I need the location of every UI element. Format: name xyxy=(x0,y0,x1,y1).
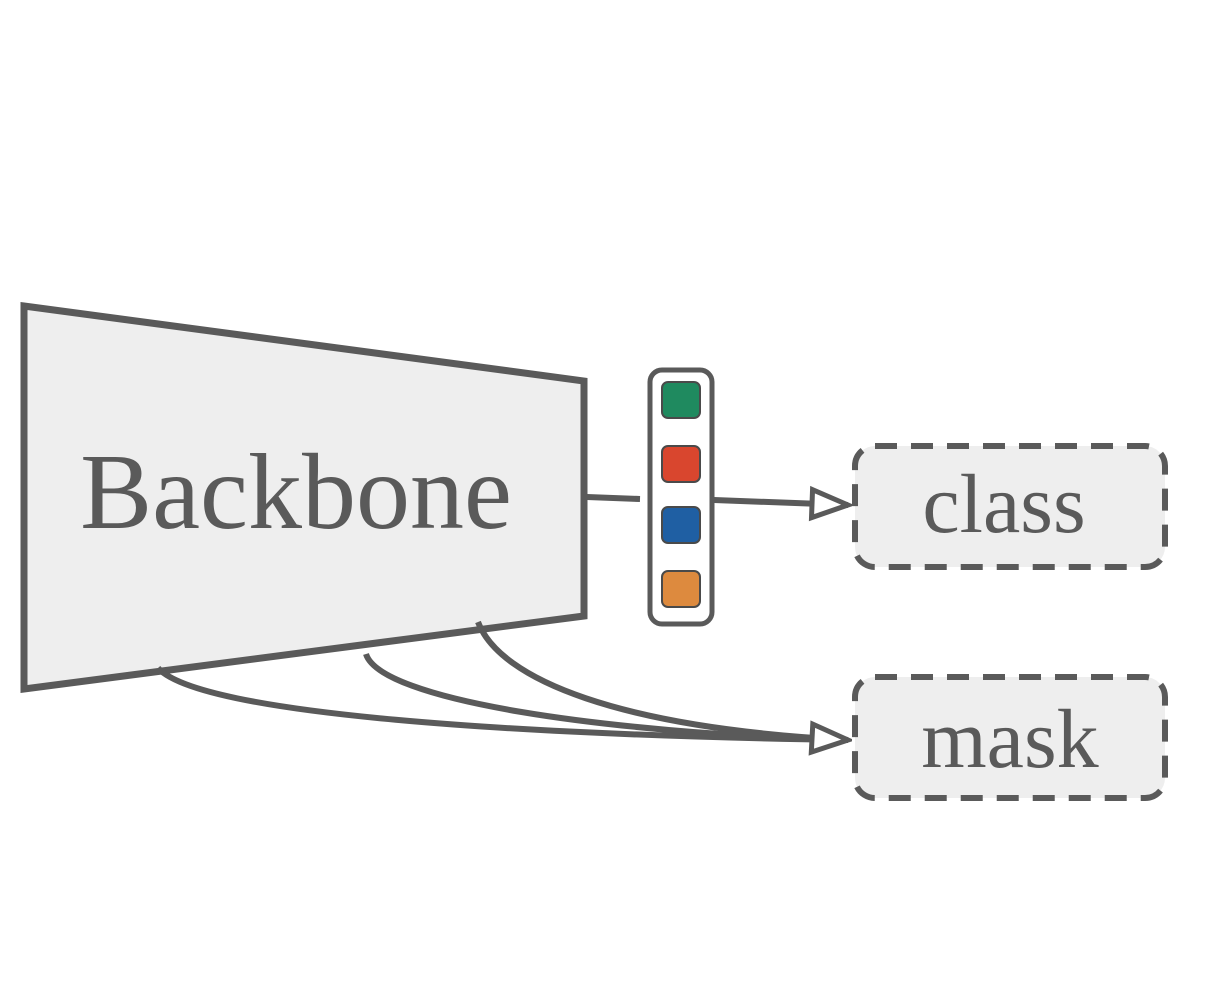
feature-vector-frame xyxy=(647,367,715,627)
backbone-to-mask-connectors xyxy=(155,620,849,743)
backbone-block: Backbone xyxy=(20,302,588,693)
mask-connector-3 xyxy=(475,620,848,740)
feature-vector xyxy=(647,367,715,627)
feature-vector-cell-1 xyxy=(661,381,701,419)
vector-to-class-arrow xyxy=(713,500,848,505)
feature-vector-cell-3 xyxy=(661,506,701,544)
backbone-label: Backbone xyxy=(80,433,512,552)
mask-connector-2 xyxy=(363,652,849,743)
backbone-shape xyxy=(20,302,588,693)
mask-connector-1 xyxy=(155,665,849,743)
feature-vector-cell-4 xyxy=(661,570,701,608)
class-label: class xyxy=(922,458,1085,551)
class-output: class xyxy=(852,443,1168,570)
backbone-to-vector-connector xyxy=(586,494,641,502)
class-box xyxy=(852,443,1168,570)
mask-box xyxy=(852,674,1168,801)
mask-label: mask xyxy=(921,693,1098,786)
mask-output: mask xyxy=(852,674,1168,801)
feature-vector-cell-2 xyxy=(661,445,701,483)
